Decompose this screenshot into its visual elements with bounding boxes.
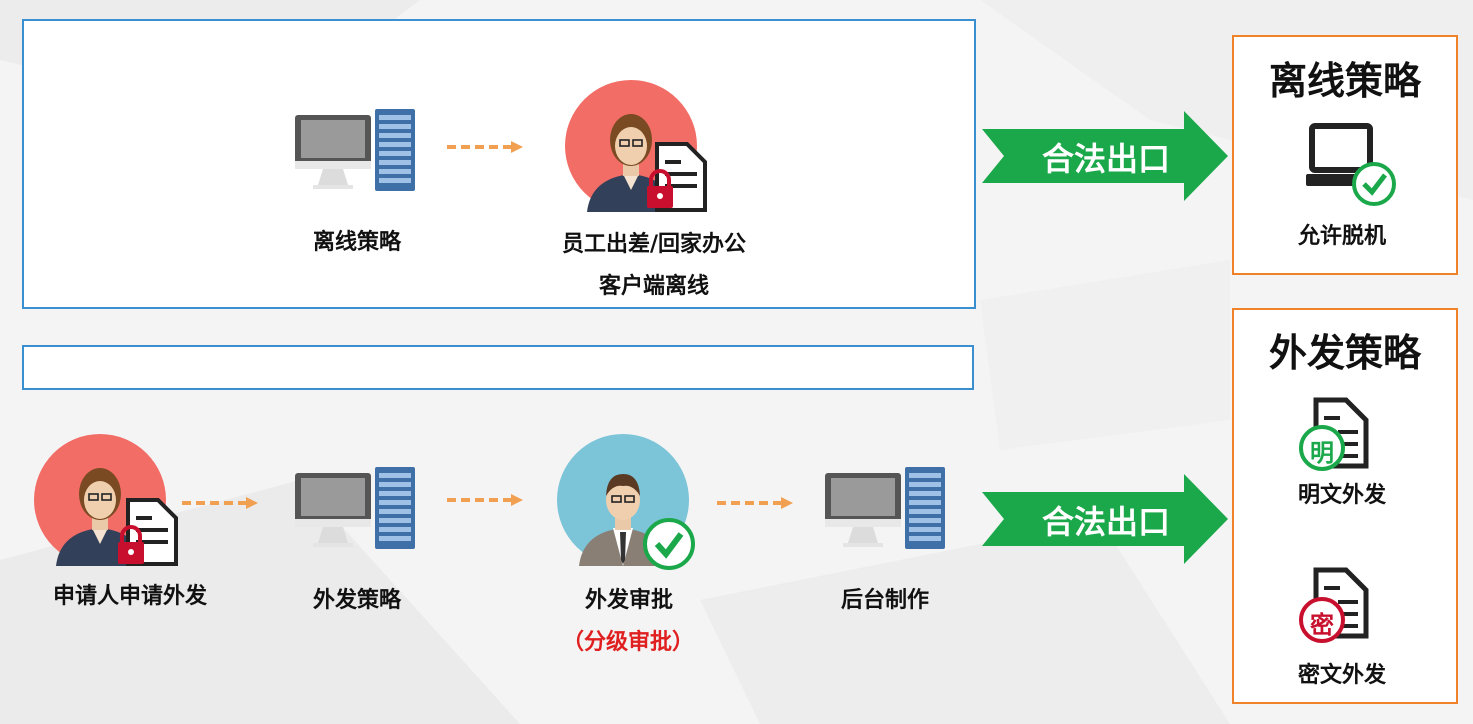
ciphertext-document-icon [1299, 567, 1369, 643]
computer-server-icon [825, 467, 945, 549]
dashed-arrow [182, 497, 258, 509]
plaintext-outbound-label: 明文外发 [1297, 483, 1386, 508]
approval-label: 外发审批 [584, 588, 673, 613]
approval-note: （分级审批） [561, 630, 694, 655]
ciphertext-badge: 密 [1310, 611, 1334, 639]
employee-offline-label-2: 客户端离线 [598, 274, 709, 299]
applicant-label: 申请人申请外发 [52, 584, 207, 609]
legal-exit-arrow [982, 474, 1228, 564]
plaintext-document-icon [1299, 397, 1369, 471]
dashed-arrow [447, 141, 523, 153]
dashed-arrow [717, 497, 793, 509]
laptop-check-icon [1306, 123, 1396, 206]
computer-server-icon [295, 467, 415, 549]
approver-avatar-icon [557, 434, 695, 570]
computer-server-icon [295, 109, 415, 191]
applicant-avatar-icon [34, 434, 178, 566]
legal-exit-arrow-text: 合法出口 [1041, 140, 1170, 178]
ciphertext-outbound-label: 密文外发 [1297, 663, 1386, 688]
backend-label: 后台制作 [840, 588, 929, 613]
offline-policy-result-box [1232, 35, 1458, 275]
allow-offline-label: 允许脱机 [1297, 224, 1386, 249]
offline-scenario-frame [22, 19, 976, 309]
employee-offline-label-1: 员工出差/回家办公 [561, 232, 747, 257]
employee-avatar-icon [565, 80, 707, 212]
outbound-header-bar [22, 345, 974, 390]
legal-exit-arrow [982, 111, 1228, 201]
offline-policy-label: 离线策略 [312, 230, 401, 255]
plaintext-badge: 明 [1310, 439, 1334, 467]
outbound-policy-title: 外发策略 [1268, 331, 1421, 375]
dashed-arrow [447, 494, 523, 506]
offline-policy-title: 离线策略 [1268, 59, 1421, 103]
legal-exit-arrow-text: 合法出口 [1041, 503, 1170, 541]
outbound-policy-label: 外发策略 [312, 588, 401, 613]
